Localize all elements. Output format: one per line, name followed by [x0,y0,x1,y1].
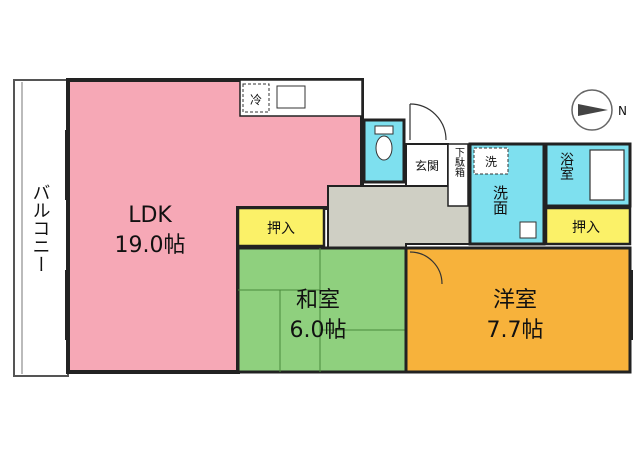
genkan-label: 玄関 [415,158,439,173]
toilet-bowl-icon [375,135,393,161]
closet-right [544,206,632,246]
balcony-label: バルコニー [30,183,51,273]
sink [276,85,306,109]
compass-icon [571,89,613,131]
room-washitsu [236,246,408,374]
youshitsu-name: 洋室 [493,288,537,313]
laundry-label: 洗 [485,155,497,169]
toilet-tank [374,125,394,135]
window-marks [65,130,633,340]
genkan [405,143,449,187]
room-youshitsu [404,246,632,374]
tatami-lines [238,248,406,372]
closet-left-label: 押入 [267,221,295,237]
compass-label: N [618,104,627,118]
balcony [13,79,69,377]
ldk-name: LDK [128,203,172,228]
washitsu-size: 6.0帖 [290,318,347,343]
entrance-door [409,103,447,141]
washitsu-name: 和室 [296,288,340,313]
youshitsu-size: 7.7帖 [487,318,544,343]
bathtub [589,149,625,201]
fridge-space [242,83,270,113]
shoe-box [447,143,469,207]
shoe-box-label: 下駄箱 [453,147,465,178]
youshitsu-door [409,251,443,285]
washroom-label: 洗面 [491,185,509,215]
closet-left [236,206,326,248]
fridge-label: 冷 [250,93,262,107]
ldk-size: 19.0帖 [115,233,186,258]
closet-right-label: 押入 [572,220,600,236]
bath-label: 浴室 [558,152,574,180]
wash-basin [519,221,537,239]
laundry-space [473,147,509,175]
